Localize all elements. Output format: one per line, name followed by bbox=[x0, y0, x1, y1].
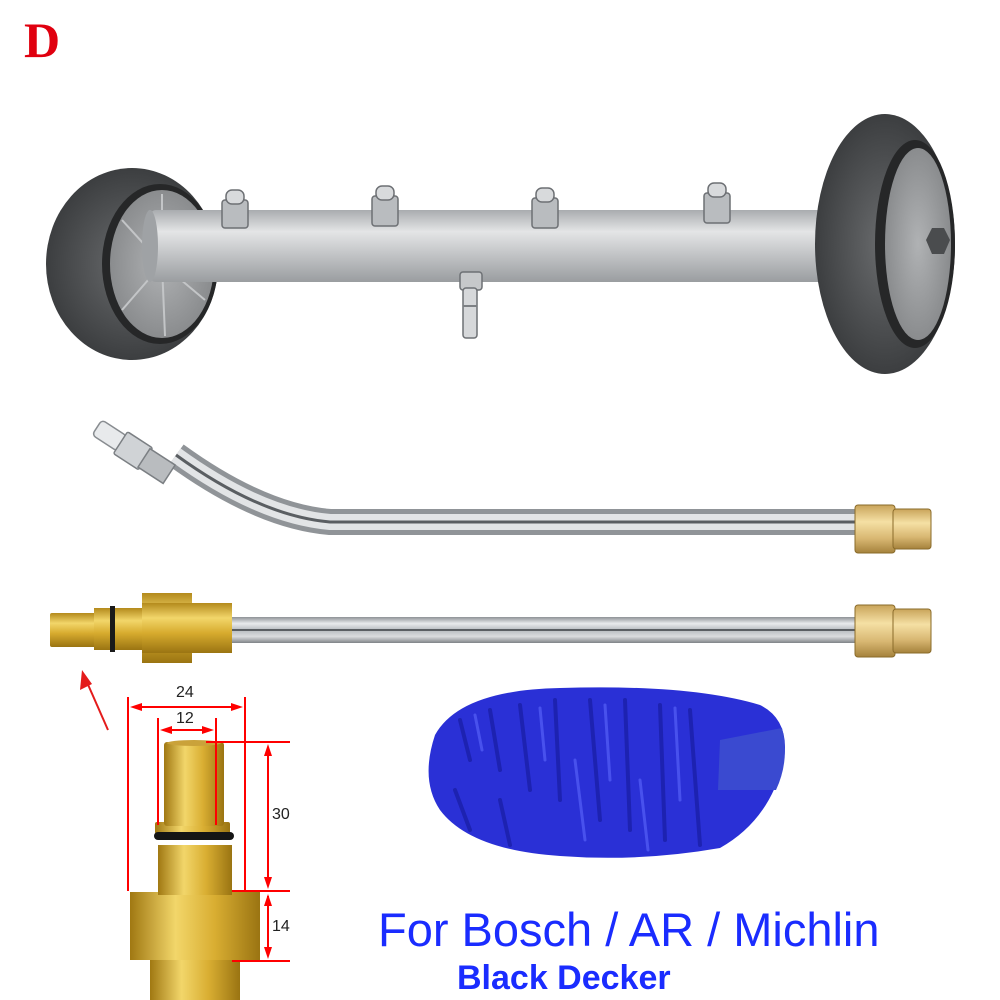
brass-coupler-icon bbox=[854, 604, 932, 658]
straight-extension-wand bbox=[50, 593, 932, 731]
pointer-arrow-icon bbox=[80, 670, 109, 731]
variant-label: D bbox=[24, 12, 61, 68]
compatibility-text: For Bosch / AR / Michlin bbox=[378, 903, 880, 956]
dimension-inner-width: 12 bbox=[176, 710, 194, 727]
nozzle-icon bbox=[531, 187, 559, 229]
quick-connect-plug-icon bbox=[92, 420, 177, 485]
compatibility-brand: Black Decker bbox=[457, 959, 671, 997]
adapter-dimension-drawing bbox=[127, 697, 290, 1000]
right-wheel-icon bbox=[815, 114, 955, 374]
dimension-outer-width: 24 bbox=[176, 684, 194, 701]
manifold-tube bbox=[150, 210, 830, 282]
bosch-adapter-icon bbox=[50, 593, 232, 663]
wash-mitt-icon bbox=[428, 687, 785, 858]
curved-extension-wand bbox=[92, 420, 932, 554]
surface-cleaner bbox=[46, 114, 955, 374]
nozzle-icon bbox=[703, 182, 731, 224]
nozzle-icon bbox=[371, 185, 399, 227]
quick-connect-inlet-icon bbox=[459, 271, 483, 339]
brass-coupler-icon bbox=[854, 504, 932, 554]
nozzle-icon bbox=[221, 189, 249, 229]
dimension-tip-length: 30 bbox=[272, 806, 290, 823]
dimension-hex-length: 14 bbox=[272, 918, 290, 935]
